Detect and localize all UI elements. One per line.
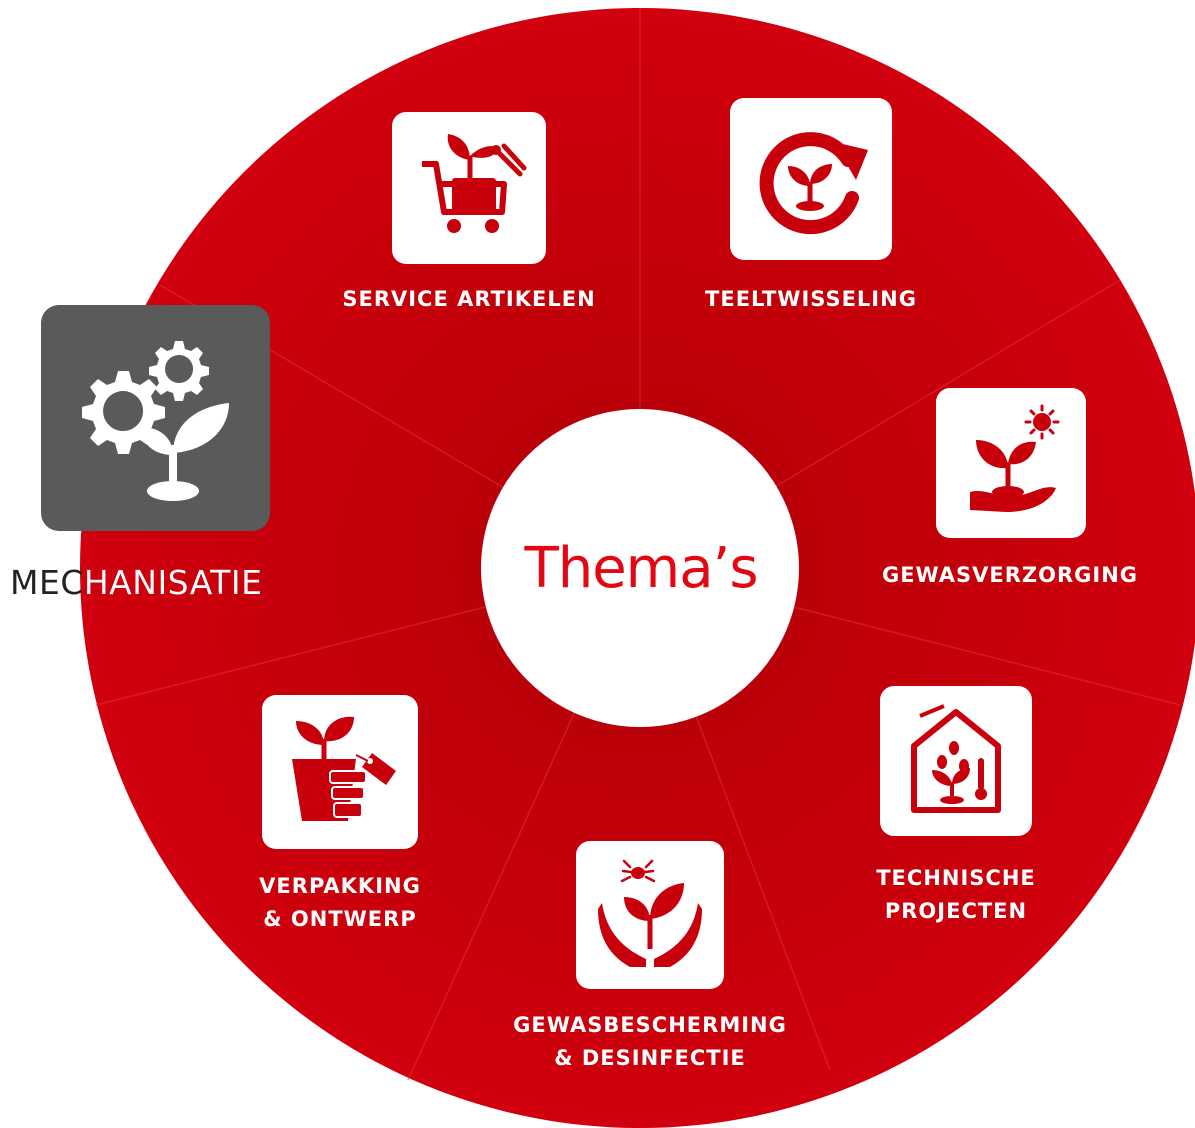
gewasbescherming-tile[interactable] xyxy=(576,841,724,989)
segment-label-line: TEELTWISSELING xyxy=(705,287,917,311)
segment-label-line: SERVICE ARTIKELEN xyxy=(342,287,596,311)
segment-label-line: GEWASBESCHERMING xyxy=(513,1013,787,1037)
segment-label-line: & ONTWERP xyxy=(263,907,417,931)
segment-label-technische-projecten[interactable]: TECHNISCHE PROJECTEN xyxy=(836,862,1076,928)
technische-projecten-tile[interactable] xyxy=(880,686,1032,836)
center-circle xyxy=(481,409,799,727)
verpakking-tile[interactable] xyxy=(262,695,418,849)
segment-label-service-artikelen[interactable]: SERVICE ARTIKELEN xyxy=(334,283,604,316)
segment-label-line: TECHNISCHE xyxy=(876,866,1036,890)
segment-label-line: & DESINFECTIE xyxy=(554,1046,746,1070)
segment-label-gewasverzorging[interactable]: GEWASVERZORGING xyxy=(870,559,1150,592)
service-artikelen-tile[interactable] xyxy=(392,112,546,264)
cart-plant-pruner-icon xyxy=(422,134,527,233)
hand-plant-sun-icon xyxy=(970,404,1060,512)
segment-label-line: GEWASVERZORGING xyxy=(881,563,1139,587)
center-title[interactable]: Thema’s xyxy=(524,535,759,601)
segment-label-line: VERPAKKING xyxy=(259,874,421,898)
mechanisatie-tile[interactable] xyxy=(41,305,270,531)
plant-pots-tag-icon xyxy=(292,716,396,821)
segment-label-gewasbescherming[interactable]: GEWASBESCHERMING & DESINFECTIE xyxy=(500,1009,800,1075)
greenhouse-plant-icon xyxy=(911,704,1001,813)
segment-label-verpakking[interactable]: VERPAKKING & ONTWERP xyxy=(220,870,460,936)
segment-label-teeltwisseling[interactable]: TEELTWISSELING xyxy=(676,283,946,316)
gears-plant-icon xyxy=(82,341,229,501)
segment-label-line: PROJECTEN xyxy=(884,899,1028,923)
teeltwisseling-tile[interactable] xyxy=(730,98,892,260)
gewasverzorging-tile[interactable] xyxy=(936,388,1086,538)
plant-cycle-arrow-icon xyxy=(759,132,868,235)
hands-plant-bug-icon xyxy=(598,859,702,967)
mechanisatie-label[interactable]: MECHANISATIE xyxy=(10,563,310,602)
